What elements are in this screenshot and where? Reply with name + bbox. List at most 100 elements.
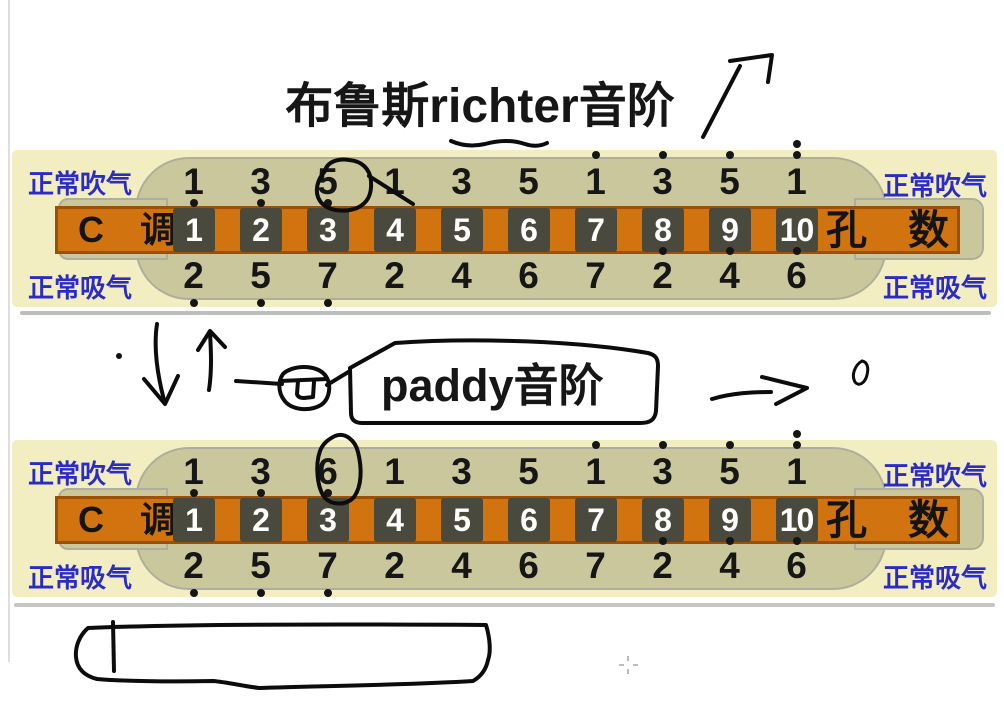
blow-note: 3 — [227, 162, 294, 207]
hole-number: 6 — [507, 498, 550, 542]
hole-number: 5 — [440, 208, 483, 252]
hole-cell: 9 — [696, 208, 763, 252]
draw-note: 6 — [763, 247, 830, 296]
draw-note: 2 — [384, 255, 405, 296]
octave-dot — [256, 489, 265, 497]
hole-number: 7 — [574, 208, 617, 252]
blow-note: 3 — [227, 452, 294, 497]
hole-cell: 1 — [160, 208, 227, 252]
octave-dot — [725, 537, 734, 545]
richter-underline-squiggle — [449, 139, 549, 148]
richter-scale-title: 布鲁斯richter音阶 — [285, 80, 675, 133]
blow-note: 1 — [160, 452, 227, 497]
pointer-line-and-knob — [234, 365, 352, 412]
draw-note: 4 — [451, 545, 472, 586]
draw-note: 2 — [629, 247, 696, 296]
hole-number: 4 — [373, 498, 416, 542]
blow-note: 5 — [696, 151, 763, 202]
octave-dot — [591, 441, 600, 449]
hole-number: 2 — [239, 498, 282, 542]
octave-dot — [658, 441, 667, 449]
blow-note: 1 — [384, 451, 405, 492]
hole-cell: 2 — [227, 498, 294, 542]
octave-dot — [323, 589, 332, 597]
octave-dot — [189, 299, 198, 307]
octave-dot — [658, 537, 667, 545]
octave-dot — [658, 151, 667, 159]
blow-note: 1 — [160, 162, 227, 207]
paddy-scale-title: paddy音阶 — [381, 360, 604, 411]
bottom-empty-box — [73, 620, 492, 690]
octave-dot — [256, 199, 265, 207]
octave-dot — [792, 140, 801, 148]
octave-dot — [792, 430, 801, 438]
draw-note: 4 — [696, 247, 763, 296]
hole-cell: 10 — [763, 208, 830, 252]
draw-label-right: 正常吸气 — [882, 273, 987, 303]
draw-note: 2 — [629, 537, 696, 586]
draw-note: 4 — [696, 537, 763, 586]
blow-note: 3 — [629, 441, 696, 492]
small-o-mark — [851, 359, 870, 386]
hole-cell: 4 — [361, 208, 428, 252]
draw-note: 5 — [227, 546, 294, 597]
octave-dot — [189, 199, 198, 207]
octave-dot — [256, 299, 265, 307]
hole-number: 3 — [306, 498, 349, 542]
holes-count-label: 孔 数 — [826, 207, 949, 253]
blow-note: 1 — [384, 161, 405, 202]
octave-dot — [792, 537, 801, 545]
hole-number: 2 — [239, 208, 282, 252]
hole-number: 8 — [641, 498, 684, 542]
page-left-border — [8, 0, 10, 662]
draw-note: 2 — [160, 546, 227, 597]
down-arrow — [142, 322, 180, 406]
octave-dot — [725, 151, 734, 159]
blow-label-right: 正常吹气 — [882, 171, 987, 201]
hole-number: 3 — [306, 208, 349, 252]
octave-dot — [323, 299, 332, 307]
draw-note: 7 — [294, 256, 361, 307]
hole-number: 7 — [574, 498, 617, 542]
hole-number: 9 — [708, 498, 751, 542]
draw-note: 7 — [585, 255, 606, 296]
hole-cell: 9 — [696, 498, 763, 542]
draw-note: 6 — [518, 255, 539, 296]
hole-number: 4 — [373, 208, 416, 252]
blow-note: 3 — [451, 451, 472, 492]
hole-cell: 3 — [294, 208, 361, 252]
octave-dot — [189, 589, 198, 597]
hole-cell: 3 — [294, 498, 361, 542]
blow-note: 5 — [696, 441, 763, 492]
draw-note: 2 — [384, 545, 405, 586]
hole-cell: 8 — [629, 498, 696, 542]
blow-note: 3 — [629, 151, 696, 202]
up-arrow — [196, 329, 227, 392]
hole-number: 1 — [172, 208, 215, 252]
hole-cell: 5 — [428, 208, 495, 252]
hole-cell: 8 — [629, 208, 696, 252]
octave-dot — [725, 441, 734, 449]
draw-note: 7 — [585, 545, 606, 586]
draw-label-left: 正常吸气 — [28, 273, 133, 303]
blow-note: 5 — [518, 161, 539, 202]
key-label: C 调 — [78, 209, 176, 250]
blow-note: 1 — [562, 441, 629, 492]
draw-label-right: 正常吸气 — [882, 563, 987, 593]
octave-dot — [792, 441, 801, 449]
hole-cell: 6 — [495, 498, 562, 542]
blow-note: 1 — [763, 430, 830, 492]
octave-dot — [323, 489, 332, 497]
blow-label-left: 正常吹气 — [28, 169, 133, 199]
hole-cell: 10 — [763, 498, 830, 542]
blow-note: 5 — [518, 451, 539, 492]
